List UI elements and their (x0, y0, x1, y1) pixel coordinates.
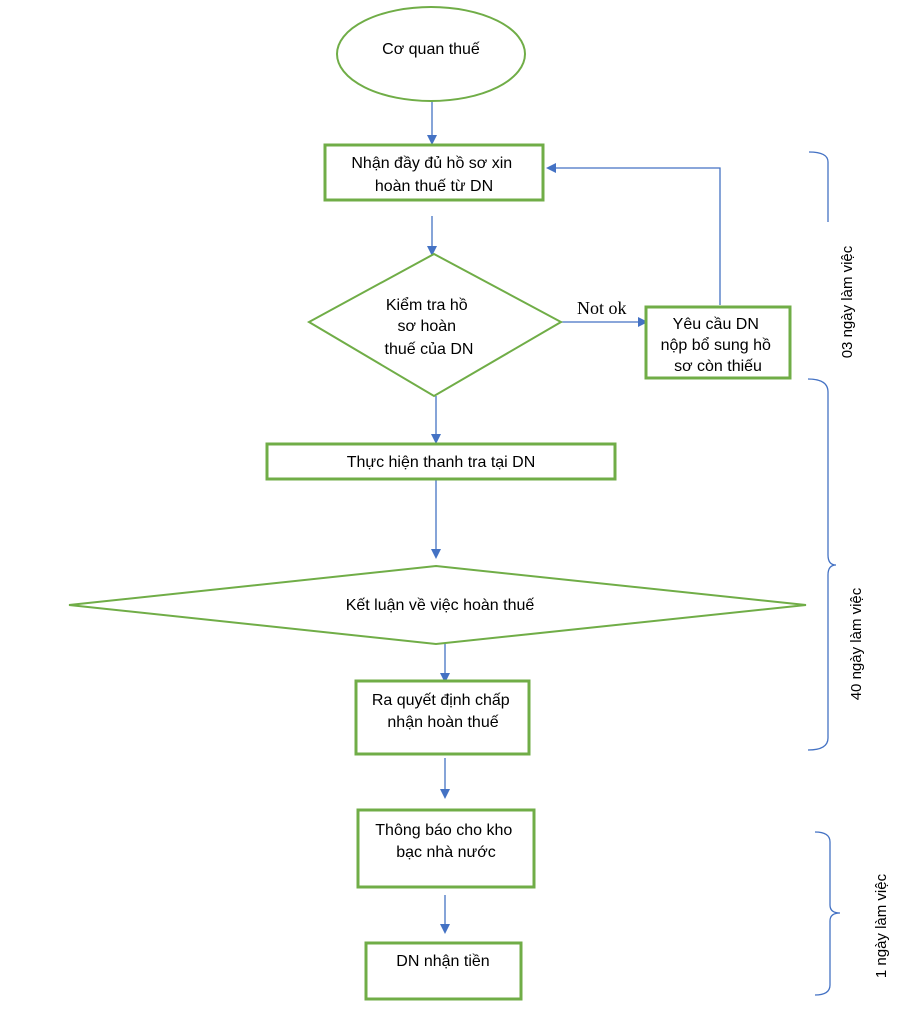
svg-text:Ra quyết định chấp nhận: Ra quyết định chấp nhận hoàn thuế (372, 692, 514, 731)
svg-text:Nhận đầy đủ hồ sơ xin ho: Nhận đầy đủ hồ sơ xin hoàn thuế từ DN (351, 155, 516, 195)
node-request-line-1: Yêu cầu DN (673, 316, 759, 333)
node-request: Yêu cầu DN nộp bổ sung hồ sơ còn thiếu (644, 305, 792, 380)
node-decision-line-2: nhận hoàn thuế (387, 714, 498, 731)
node-check: Kiểm tra hồ sơ hoàn thuế của DN (306, 252, 564, 398)
duration-brackets (807, 151, 841, 996)
bracket-40-days (807, 378, 837, 751)
edges (427, 101, 721, 934)
node-request-line-3: sơ còn thiếu (674, 358, 762, 375)
node-decision: Ra quyết định chấp nhận hoàn thuế (354, 679, 531, 756)
node-check-line-2: sơ hoàn (398, 318, 457, 335)
node-check-line-1: Kiểm tra hồ (386, 296, 468, 314)
node-notify-line-2: bạc nhà nước (396, 844, 495, 861)
node-conclude: Kết luận về việc hoàn thuế (68, 564, 807, 646)
edge-label-not-ok: Not ok (577, 298, 627, 318)
bracket-03-days (808, 151, 829, 222)
node-conclude-line-1: Kết luận về việc hoàn thuế (346, 597, 535, 614)
node-check-line-3: thuế của DN (385, 341, 474, 358)
svg-text:Thông báo cho kho bạc nh: Thông báo cho kho bạc nhà nước (375, 822, 516, 861)
duration-label-1-day: 1 ngày làm việc (873, 873, 890, 978)
svg-text:Kết luận về việc hoàn thuế: Kết luận về việc hoàn thuế (346, 597, 535, 614)
node-receive-line-1: Nhận đầy đủ hồ sơ xin (351, 155, 512, 172)
svg-text:Cơ quan thuế: Cơ quan thuế (382, 41, 480, 58)
svg-text:Thực hiện thanh tra tại DN: Thực hiện thanh tra tại DN (347, 454, 536, 471)
node-inspect: Thực hiện thanh tra tại DN (265, 442, 617, 481)
node-receive-money-line-1: DN nhận tiền (396, 953, 489, 970)
node-start-line-1: Cơ quan thuế (382, 41, 480, 58)
node-notify-line-1: Thông báo cho kho (375, 822, 512, 839)
arrow-request-to-receive (546, 163, 721, 305)
duration-label-03-days: 03 ngày làm việc (839, 245, 856, 358)
node-receive-money: DN nhận tiền (364, 941, 523, 1001)
node-request-line-2: nộp bổ sung hồ (661, 336, 771, 354)
node-receive: Nhận đầy đủ hồ sơ xin hoàn thuế từ DN (323, 143, 545, 202)
bracket-1-day (814, 831, 841, 996)
node-receive-line-2: hoàn thuế từ DN (375, 178, 493, 195)
svg-text:Yêu cầu DN nộp bổ sung h: Yêu cầu DN nộp bổ sung hồ sơ còn thiếu (661, 316, 776, 375)
svg-text:Kiểm tra hồ sơ hoàn: Kiểm tra hồ sơ hoàn thuế của DN (385, 296, 474, 358)
duration-label-40-days: 40 ngày làm việc (848, 587, 865, 700)
node-decision-line-1: Ra quyết định chấp (372, 692, 510, 709)
node-notify: Thông báo cho kho bạc nhà nước (356, 808, 536, 889)
node-inspect-line-1: Thực hiện thanh tra tại DN (347, 454, 536, 471)
svg-text:DN nhận tiền: DN nhận tiền (396, 953, 489, 970)
node-start: Cơ quan thuế (336, 6, 526, 102)
